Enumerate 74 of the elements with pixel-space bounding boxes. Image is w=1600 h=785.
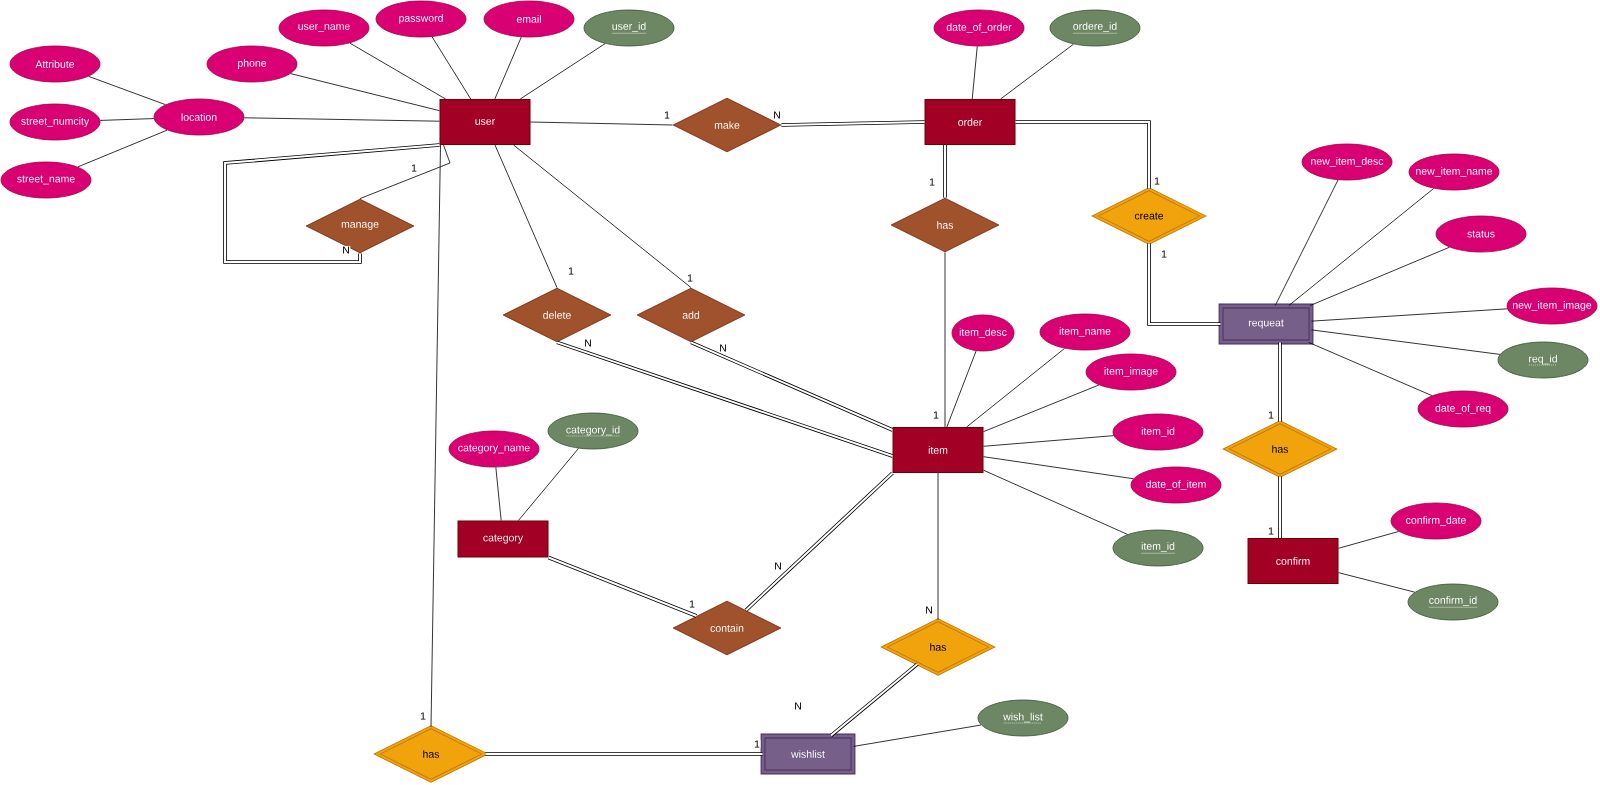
- connector-line: [518, 448, 579, 521]
- connector-line: [495, 467, 502, 521]
- double-connector-line: [556, 340, 894, 458]
- cardinality-label: N: [793, 701, 803, 711]
- connector-line: [494, 36, 522, 100]
- connector-line: [946, 350, 977, 428]
- cardinality-label: 1: [1153, 176, 1161, 186]
- double-connector-line: [943, 144, 947, 199]
- connector-line: [519, 43, 606, 100]
- cardinality-label: N: [772, 110, 782, 120]
- connector-line: [1000, 43, 1074, 100]
- entity-box: confirm: [1247, 538, 1339, 584]
- double-connector-line: [744, 471, 894, 612]
- cardinality-label: 1: [663, 110, 671, 120]
- connector-line: [983, 469, 1128, 535]
- double-connector-line: [1014, 120, 1151, 190]
- connector-line: [1311, 329, 1501, 355]
- cardinality-label: 1: [410, 163, 418, 173]
- connector-line: [243, 117, 440, 122]
- weak-entity-box: wishlist: [760, 733, 856, 775]
- entity-box: category: [457, 520, 549, 558]
- connector-line: [349, 42, 446, 100]
- connector-line: [966, 348, 1065, 428]
- connector-line: [513, 144, 692, 288]
- cardinality-label: 1: [1160, 249, 1168, 259]
- connector-line: [971, 46, 978, 100]
- entity-box: user: [439, 99, 531, 145]
- cardinality-label: 1: [567, 266, 575, 276]
- connector-line: [983, 456, 1134, 480]
- connector-line: [494, 144, 558, 288]
- cardinality-label: 1: [1267, 526, 1275, 536]
- connector-line: [1308, 342, 1433, 396]
- connector-line: [77, 129, 168, 168]
- cardinality-label: N: [773, 561, 783, 571]
- double-connector-line: [1147, 242, 1222, 326]
- weak-entity-box: requeat: [1218, 303, 1314, 345]
- double-connector-line: [223, 143, 441, 264]
- cardinality-label: 1: [1267, 410, 1275, 420]
- double-connector-line: [1278, 475, 1282, 539]
- connector-line: [983, 435, 1114, 447]
- cardinality-label: N: [924, 605, 934, 615]
- connector-line: [1338, 531, 1400, 549]
- connector-line: [1309, 246, 1450, 306]
- cardinality-label: N: [341, 245, 351, 255]
- connector-line: [88, 75, 166, 106]
- cardinality-label: 1: [419, 711, 427, 721]
- entity-box: order: [924, 99, 1016, 145]
- double-connector-line: [484, 752, 764, 756]
- connector-line: [290, 73, 440, 112]
- connector-line: [359, 144, 451, 199]
- connector-line: [983, 384, 1100, 433]
- double-connector-line: [780, 120, 926, 127]
- cardinality-label: 1: [688, 599, 696, 609]
- double-connector-line: [690, 340, 894, 432]
- cardinality-label: 1: [686, 273, 694, 283]
- cardinality-label: N: [718, 343, 728, 353]
- connector-line: [1338, 572, 1416, 593]
- entity-box: item: [892, 427, 984, 473]
- cardinality-label: 1: [753, 739, 761, 749]
- cardinality-label: 1: [932, 410, 940, 420]
- connector-line: [1288, 188, 1435, 306]
- double-connector-line: [1278, 341, 1282, 423]
- connector-line: [1274, 179, 1339, 306]
- connector-line: [530, 121, 673, 126]
- connector-line: [430, 144, 441, 727]
- connector-line: [944, 252, 946, 428]
- double-connector-line: [547, 555, 698, 618]
- connector-line: [99, 118, 155, 121]
- cardinality-label: 1: [928, 177, 936, 187]
- double-connector-line: [829, 662, 919, 737]
- connector-line: [937, 472, 939, 620]
- connector-line: [1311, 308, 1508, 322]
- connector-line: [853, 724, 982, 747]
- connector-line: [431, 36, 472, 100]
